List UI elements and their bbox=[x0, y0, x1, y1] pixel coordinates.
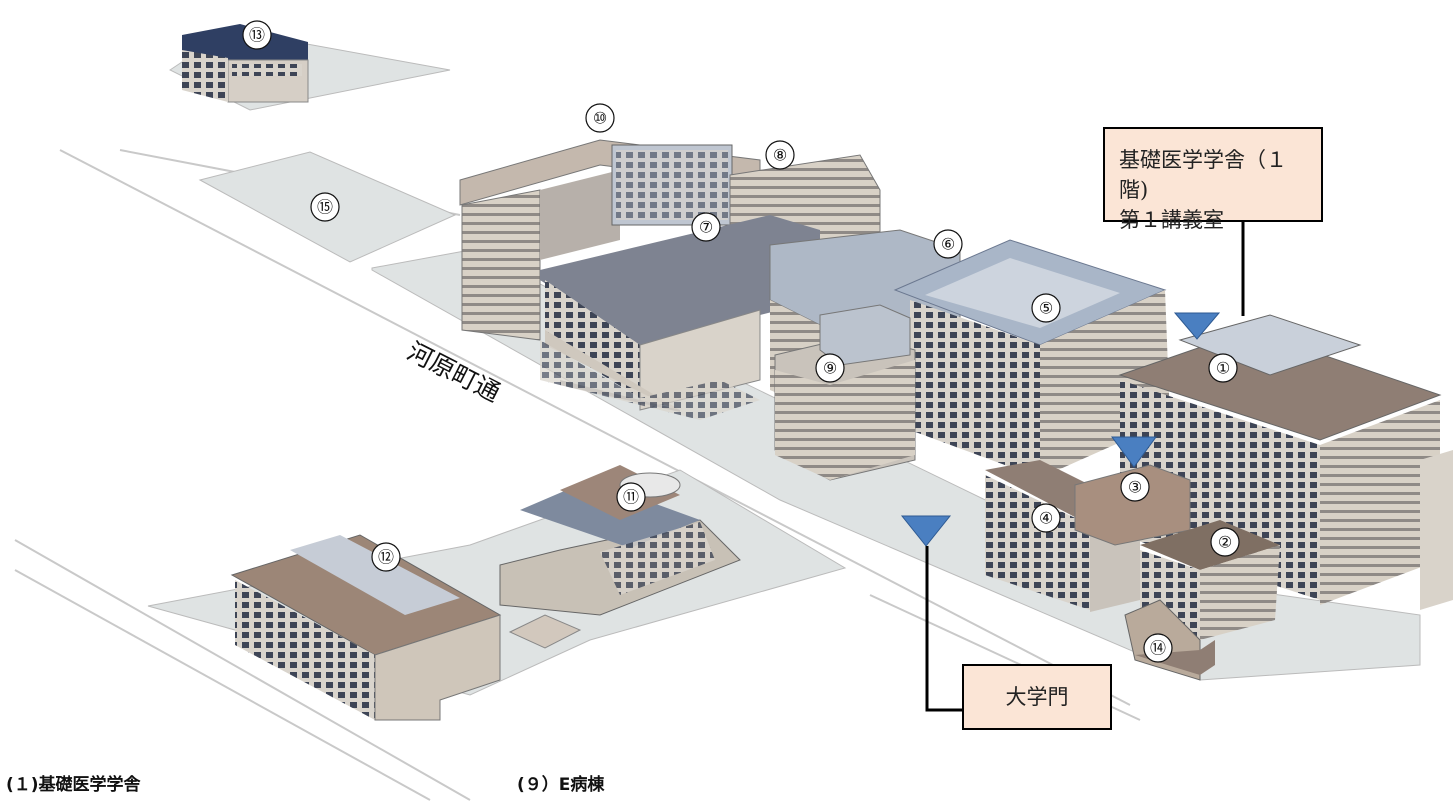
label-14: ⑭ bbox=[1143, 633, 1173, 663]
callout-lecture-room: 基礎医学学舎（１階) 第１講義室 bbox=[1103, 127, 1323, 232]
svg-text:②: ② bbox=[1218, 533, 1232, 552]
svg-text:⑩: ⑩ bbox=[593, 109, 607, 128]
building-number-labels: ① ② ③ ④ ⑤ ⑥ ⑦ ⑧ ⑨ ⑩ ⑪ ⑫ ⑬ ⑭ ⑮ bbox=[242, 20, 1240, 663]
svg-text:⑧: ⑧ bbox=[773, 146, 787, 165]
label-5: ⑤ bbox=[1031, 293, 1061, 323]
marker-entrance-icon bbox=[1111, 436, 1157, 468]
label-13: ⑬ bbox=[242, 20, 272, 50]
svg-text:⑭: ⑭ bbox=[1150, 639, 1166, 658]
callout-university-gate: 大学門 bbox=[962, 664, 1112, 730]
label-3: ③ bbox=[1120, 472, 1150, 502]
label-7: ⑦ bbox=[691, 212, 721, 242]
svg-text:⑬: ⑬ bbox=[249, 26, 265, 45]
svg-text:③: ③ bbox=[1128, 478, 1142, 497]
legend-item-1: (１)基礎医学学舎 bbox=[6, 775, 141, 795]
marker-gate-icon bbox=[900, 515, 952, 547]
svg-text:⑮: ⑮ bbox=[317, 198, 333, 217]
building-11 bbox=[499, 465, 741, 616]
streets bbox=[14, 149, 1141, 801]
svg-text:⑤: ⑤ bbox=[1039, 299, 1053, 318]
label-2: ② bbox=[1210, 527, 1240, 557]
callout-lecture-line1: 基礎医学学舎（１階) bbox=[1119, 148, 1287, 202]
svg-text:⑨: ⑨ bbox=[823, 359, 837, 378]
pavilion bbox=[508, 614, 582, 649]
svg-text:⑫: ⑫ bbox=[378, 548, 394, 567]
legend-item-9: (９）E病棟 bbox=[517, 775, 605, 795]
building-12 bbox=[230, 534, 502, 721]
callout-leader-lines bbox=[925, 222, 1245, 712]
building-9 bbox=[774, 304, 916, 481]
marker-lecture-room-icon bbox=[1173, 312, 1221, 340]
label-10: ⑩ bbox=[585, 103, 615, 133]
svg-text:①: ① bbox=[1216, 359, 1230, 378]
label-15: ⑮ bbox=[310, 192, 340, 222]
label-8: ⑧ bbox=[765, 140, 795, 170]
label-11: ⑪ bbox=[616, 482, 646, 512]
svg-text:⑪: ⑪ bbox=[623, 488, 639, 507]
label-9: ⑨ bbox=[815, 353, 845, 383]
building-7 bbox=[540, 215, 820, 420]
label-6: ⑥ bbox=[933, 229, 963, 259]
label-4: ④ bbox=[1031, 503, 1061, 533]
label-12: ⑫ bbox=[371, 542, 401, 572]
svg-text:⑥: ⑥ bbox=[941, 235, 955, 254]
callout-lecture-line2: 第１講義室 bbox=[1119, 208, 1224, 232]
svg-text:⑦: ⑦ bbox=[699, 218, 713, 237]
building-13 bbox=[182, 24, 309, 103]
svg-text:④: ④ bbox=[1039, 509, 1053, 528]
label-1: ① bbox=[1208, 353, 1238, 383]
